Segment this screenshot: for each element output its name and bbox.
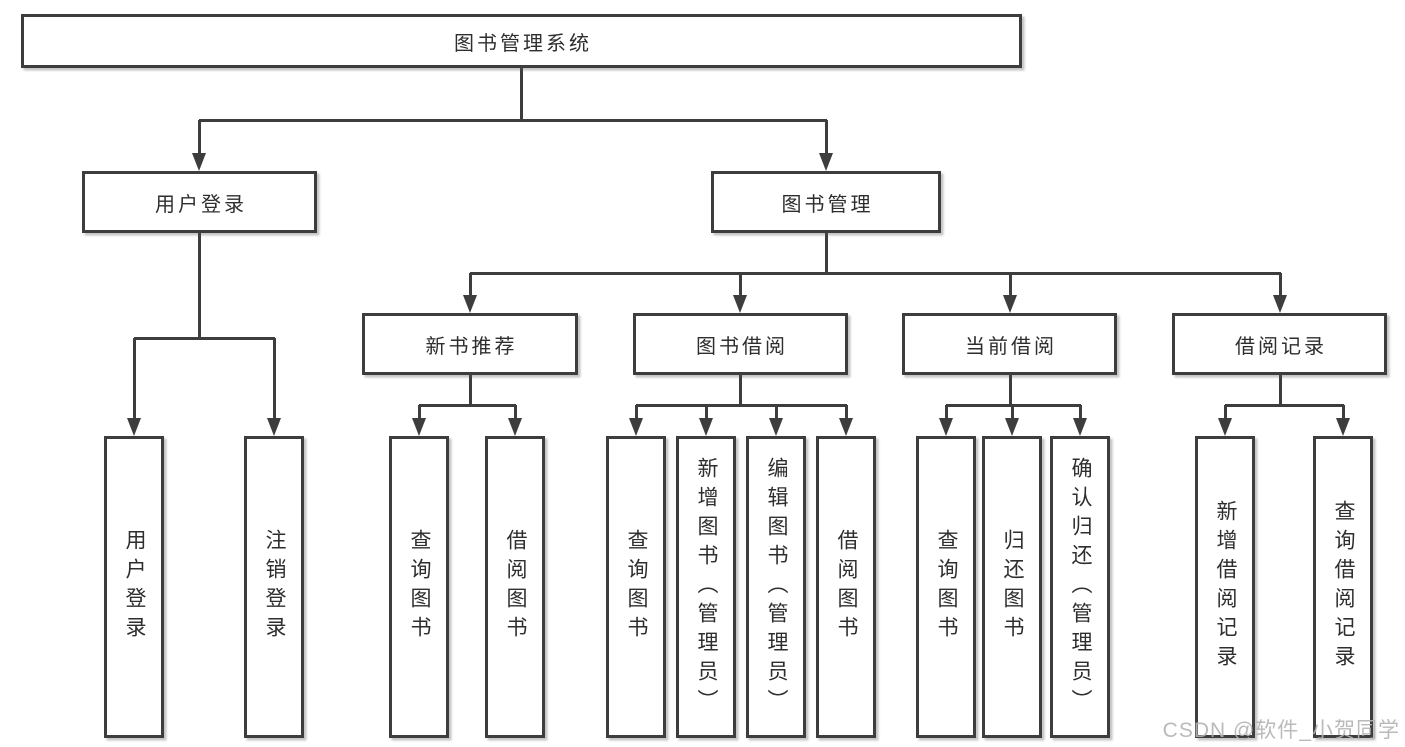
leaf-query-books-recommend: 查询图书 (389, 436, 449, 738)
node-current-borrow-label: 当前借阅 (965, 335, 1057, 358)
arrow-down-icon (629, 418, 643, 436)
arrow-down-icon (939, 418, 953, 436)
arrow-down-icon (1336, 418, 1350, 436)
connector-line (134, 336, 275, 340)
connector-line (738, 375, 742, 407)
leaf-edit-book-admin-label: 编辑图书（管理员） (765, 456, 789, 718)
arrow-down-icon (1003, 295, 1017, 313)
leaf-return-books: 归还图书 (982, 436, 1042, 738)
connector-line (513, 405, 517, 419)
arrow-down-icon (839, 418, 853, 436)
connector-line (272, 338, 276, 420)
arrow-down-icon (699, 418, 713, 436)
arrow-down-icon (412, 418, 426, 436)
connector-line (1225, 403, 1344, 407)
node-new-book-recommend-label: 新书推荐 (425, 335, 518, 358)
connector-line (1223, 405, 1227, 419)
connector-line (197, 120, 201, 155)
leaf-return-books-label: 归还图书 (1001, 529, 1025, 645)
arrow-down-icon (508, 418, 522, 436)
arrow-down-icon (192, 153, 206, 171)
connector-line (468, 375, 472, 407)
arrow-down-icon (127, 418, 141, 436)
connector-line (1278, 273, 1282, 297)
arrow-down-icon (1005, 418, 1019, 436)
connector-line (844, 405, 848, 419)
connector-line (468, 273, 472, 297)
node-book-borrow-label: 图书借阅 (696, 335, 788, 358)
leaf-borrow-books: 借阅图书 (816, 436, 876, 738)
node-borrow-records-label: 借阅记录 (1235, 335, 1327, 358)
leaf-query-borrow-record-label: 查询借阅记录 (1332, 500, 1356, 674)
connector-line (417, 405, 421, 419)
leaf-add-book-admin: 新增图书（管理员） (676, 436, 736, 738)
leaf-query-books-current-label: 查询图书 (935, 529, 959, 645)
leaf-borrow-books-recommend-label: 借阅图书 (504, 529, 528, 645)
leaf-add-borrow-record: 新增借阅记录 (1195, 436, 1255, 738)
node-book-management-label: 图书管理 (781, 193, 874, 216)
arrow-down-icon (463, 295, 477, 313)
connector-line (1010, 405, 1014, 419)
connector-line (1341, 405, 1345, 419)
leaf-query-books-borrow: 查询图书 (606, 436, 666, 738)
node-book-borrow: 图书借阅 (633, 313, 848, 375)
leaf-query-books-borrow-label: 查询图书 (625, 529, 649, 645)
leaf-user-login: 用户登录 (104, 436, 164, 738)
connector-line (519, 68, 523, 121)
connector-line (824, 120, 828, 155)
leaf-borrow-books-recommend: 借阅图书 (485, 436, 545, 738)
leaf-add-book-admin-label: 新增图书（管理员） (695, 456, 719, 718)
leaf-borrow-books-label: 借阅图书 (835, 529, 859, 645)
leaf-logout-label: 注销登录 (263, 529, 287, 645)
arrow-down-icon (769, 418, 783, 436)
node-book-management: 图书管理 (711, 171, 941, 233)
node-library-system: 图书管理系统 (21, 14, 1022, 68)
connector-line (419, 403, 516, 407)
watermark-text: CSDN @软件_小贺同学 (1162, 719, 1400, 742)
connector-line (774, 405, 778, 419)
leaf-query-books-current: 查询图书 (916, 436, 976, 738)
arrow-down-icon (1218, 418, 1232, 436)
arrow-down-icon (1073, 418, 1087, 436)
connector-line (1008, 375, 1012, 407)
connector-line (132, 338, 136, 420)
connector-line (944, 405, 948, 419)
node-borrow-records: 借阅记录 (1172, 313, 1387, 375)
connector-line (199, 118, 827, 122)
connector-line (470, 271, 1281, 275)
leaf-logout: 注销登录 (244, 436, 304, 738)
node-library-system-label: 图书管理系统 (454, 32, 592, 55)
connector-line (197, 233, 201, 339)
arrow-down-icon (267, 418, 281, 436)
connector-line (636, 403, 847, 407)
leaf-user-login-label: 用户登录 (123, 529, 147, 645)
arrow-down-icon (819, 153, 833, 171)
connector-line (946, 403, 1081, 407)
arrow-down-icon (733, 295, 747, 313)
leaf-query-borrow-record: 查询借阅记录 (1313, 436, 1373, 738)
arrow-down-icon (1273, 295, 1287, 313)
node-current-borrow: 当前借阅 (902, 313, 1117, 375)
connector-line (738, 273, 742, 297)
connector-line (824, 233, 828, 275)
leaf-add-borrow-record-label: 新增借阅记录 (1214, 500, 1238, 674)
leaf-query-books-recommend-label: 查询图书 (408, 529, 432, 645)
leaf-confirm-return-admin-label: 确认归还（管理员） (1069, 456, 1093, 718)
connector-line (1078, 405, 1082, 419)
node-user-login: 用户登录 (82, 171, 317, 233)
connector-line (1278, 375, 1282, 407)
node-user-login-label: 用户登录 (155, 193, 247, 216)
connector-line (1008, 273, 1012, 297)
leaf-edit-book-admin: 编辑图书（管理员） (746, 436, 806, 738)
connector-line (704, 405, 708, 419)
connector-line (634, 405, 638, 419)
node-new-book-recommend: 新书推荐 (362, 313, 578, 375)
leaf-confirm-return-admin: 确认归还（管理员） (1050, 436, 1110, 738)
